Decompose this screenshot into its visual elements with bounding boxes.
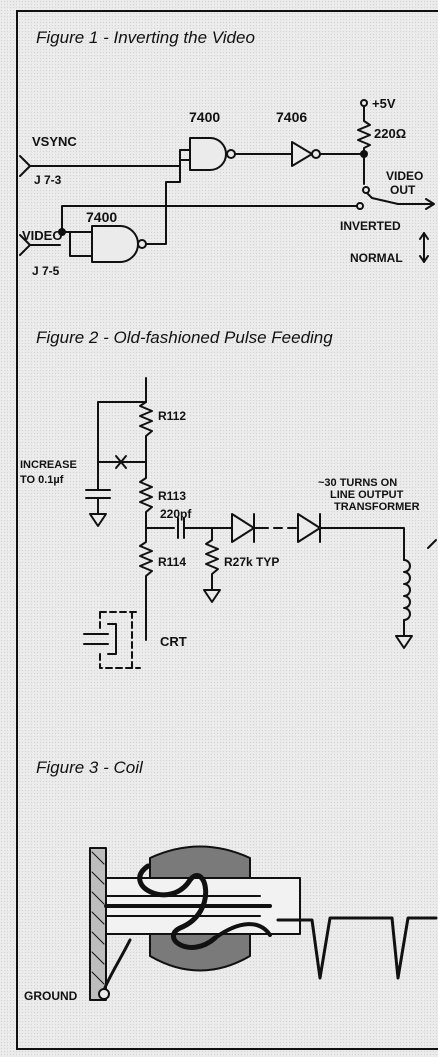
page-frame — [16, 10, 438, 1050]
diode-2 — [297, 513, 321, 543]
turns-label-1: ~30 TURNS ON — [318, 477, 397, 489]
r113-label: R113 — [158, 489, 186, 503]
diode-1 — [231, 513, 255, 543]
resistor-r27k — [205, 527, 219, 591]
figure2-caption: Figure 2 - Old-fashioned Pulse Feeding — [36, 328, 333, 347]
resistor-r113 — [139, 461, 153, 529]
c220-label: 220pf — [160, 507, 192, 521]
nand-gate-7400-top — [189, 137, 227, 171]
figure3-caption: Figure 3 - Coil — [36, 758, 143, 777]
video-out-label-2: OUT — [390, 183, 416, 197]
video-out-label-1: VIDEO — [386, 169, 423, 183]
crt-label: CRT — [160, 634, 187, 649]
resistor-r114 — [139, 527, 153, 641]
r27k-label: R27k TYP — [224, 555, 279, 569]
nand-gate-7400-bottom — [91, 225, 139, 263]
resistor-r112 — [139, 377, 153, 463]
r220-label: 220Ω — [374, 126, 406, 141]
ferrite-core-bottom — [149, 931, 251, 972]
inverted-label: INVERTED — [340, 219, 401, 233]
gate2-label: 7406 — [276, 109, 307, 125]
figure1-circuit — [19, 99, 435, 263]
pullup-resistor-220 — [357, 105, 371, 155]
cut-mark — [115, 455, 127, 469]
ground-symbol-3 — [395, 635, 413, 649]
video-label: VIDEO — [22, 228, 62, 243]
crt-envelope — [99, 611, 141, 669]
ground-symbol-2 — [203, 589, 221, 603]
figure1-caption: Figure 1 - Inverting the Video — [36, 28, 255, 47]
j75-label: J 7-5 — [32, 264, 60, 278]
gate3-label: 7400 — [86, 209, 117, 225]
j73-label: J 7-3 — [34, 173, 62, 187]
turns-label-3: TRANSFORMER — [334, 501, 420, 513]
plus5v-label: +5V — [372, 96, 396, 111]
turns-label-2: LINE OUTPUT — [330, 489, 404, 501]
gate1-label: 7400 — [189, 109, 220, 125]
pulse-waveform — [276, 916, 438, 980]
r114-label: R114 — [158, 555, 186, 569]
coil-turns — [137, 863, 218, 950]
ground-label: GROUND — [24, 989, 78, 1003]
figure3-coil — [89, 845, 438, 1001]
ferrite-core-top — [149, 845, 251, 881]
vsync-connector — [19, 155, 31, 177]
normal-label: NORMAL — [350, 251, 403, 265]
increase-label-1: INCREASE — [20, 459, 77, 471]
r112-label: R112 — [158, 409, 186, 423]
ground-symbol-1 — [89, 513, 107, 527]
figure2-circuit — [83, 377, 437, 669]
transformer-winding — [403, 559, 411, 621]
increase-label-2: TO 0.1µf — [20, 474, 64, 486]
inverter-gate-7406 — [291, 141, 313, 167]
vsync-label: VSYNC — [32, 134, 77, 149]
